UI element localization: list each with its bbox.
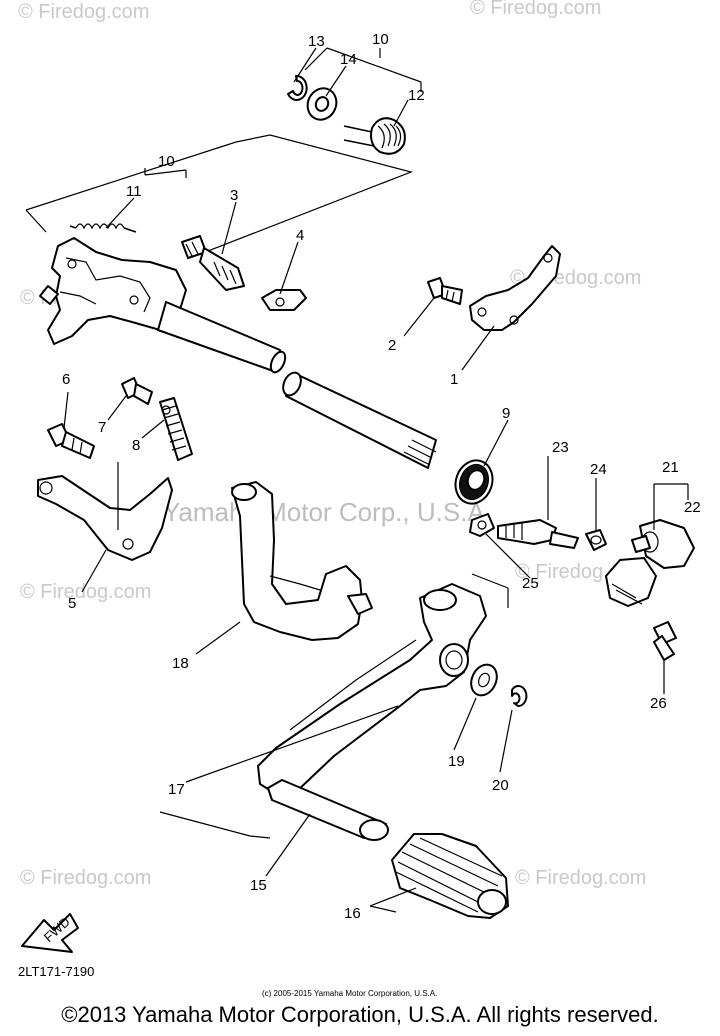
callout-19: 19 [448, 753, 465, 770]
part-14-washer [306, 87, 338, 121]
part-12-spring [343, 117, 406, 155]
callout-12: 12 [408, 87, 425, 104]
callout-17: 17 [168, 781, 185, 798]
part-8-spring [159, 397, 193, 461]
group-10-top-bracket [304, 47, 422, 92]
watermark-left-2: © Firedog.com [20, 581, 151, 603]
part-4-clip [261, 289, 307, 311]
callout-14: 14 [340, 51, 357, 68]
small-copyright: (c) 2005-2015 Yamaha Motor Corporation, … [262, 989, 437, 998]
callout-16: 16 [344, 905, 361, 922]
part-18-lever [231, 481, 373, 641]
callout-22: 22 [684, 499, 701, 516]
callout-7: 7 [98, 419, 106, 436]
callout-23: 23 [552, 439, 569, 456]
watermark-left-3: © Firedog.com [20, 867, 151, 889]
watermark-top-mid: © Firedog.com [470, 0, 601, 19]
part-22-rod-end [605, 519, 695, 607]
callout-1: 1 [450, 371, 458, 388]
watermark-right-3: © Firedog.com [515, 867, 646, 889]
callout-10-top: 10 [372, 31, 389, 48]
part-17-shift-pedal [257, 573, 509, 795]
part-16-pedal-rubber [391, 833, 509, 919]
callout-10-main: 10 [158, 153, 175, 170]
part-2-bolt [427, 277, 463, 305]
part-3-stud [181, 235, 245, 291]
part-6-bolt [47, 423, 95, 459]
leader-lines [63, 47, 689, 907]
callout-5: 5 [68, 595, 76, 612]
callout-9: 9 [502, 405, 510, 422]
footer-copyright: ©2013 Yamaha Motor Corporation, U.S.A. A… [61, 1002, 659, 1027]
part-1-bracket [469, 245, 561, 331]
callout-2: 2 [388, 337, 396, 354]
callout-8: 8 [132, 437, 140, 454]
part-26-bolt [653, 621, 677, 661]
callout-21: 21 [662, 459, 679, 476]
callout-24: 24 [590, 461, 607, 478]
callout-26: 26 [650, 695, 667, 712]
part-25-nut [469, 513, 495, 537]
callout-15: 15 [250, 877, 267, 894]
part-15-pedal-shaft [159, 779, 397, 913]
part-20-circlip [511, 685, 528, 708]
callout-18: 18 [172, 655, 189, 672]
part-11-spring [69, 223, 137, 233]
shift-shaft-assembly [39, 237, 437, 469]
callout-13: 13 [308, 33, 325, 50]
callout-11: 11 [126, 183, 142, 200]
part-7-bolt [121, 377, 153, 405]
callout-3: 3 [230, 187, 238, 204]
part-13-circlip [287, 74, 308, 101]
group-10-main-box [25, 134, 413, 259]
callout-4: 4 [296, 227, 304, 244]
fwd-arrow-icon: FWD [21, 913, 79, 953]
callout-25: 25 [522, 575, 539, 592]
part-9-oil-seal [454, 459, 494, 505]
part-5-bracket [37, 462, 173, 561]
part-19-washer [470, 663, 498, 697]
part-23-bolt [497, 456, 579, 549]
callout-labels: 13 10 14 12 10 11 3 4 2 1 6 7 8 5 9 23 2… [62, 31, 701, 922]
part-24-collar [585, 529, 607, 551]
callout-20: 20 [492, 777, 509, 794]
drawing-code: 2LT171-7190 [18, 964, 94, 979]
watermark-top-left: © Firedog.com [18, 1, 149, 23]
watermark-center: Yamaha Motor Corp., U.S.A. [163, 497, 492, 527]
callout-6: 6 [62, 371, 70, 388]
